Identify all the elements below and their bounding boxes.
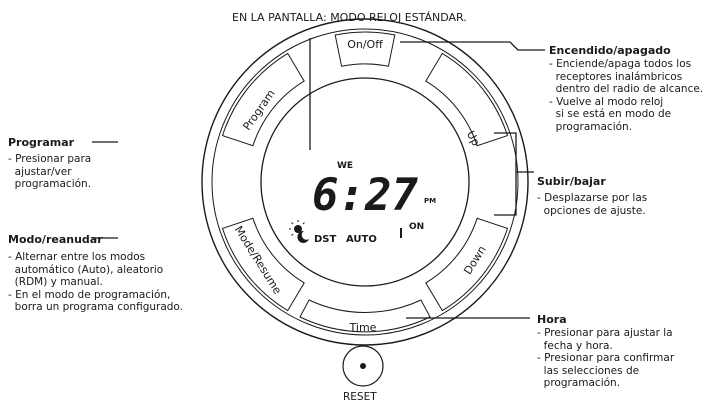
- callout-line: receptores inalámbricos: [549, 70, 683, 83]
- callout-mode-desc: - Alternar entre los modos automático (A…: [8, 251, 183, 314]
- lcd-time: 6:27: [312, 170, 418, 221]
- callout-line: si se está en modo de: [549, 108, 672, 121]
- program-button[interactable]: [221, 52, 305, 147]
- callout-up-down-desc: - Desplazarse por las opciones de ajuste…: [537, 192, 647, 217]
- lcd-display: [260, 77, 470, 287]
- on-off-button[interactable]: [334, 31, 396, 67]
- lcd-dst: DST: [314, 234, 337, 245]
- callout-line: (RDM) y manual.: [8, 276, 103, 289]
- callout-on-off-title: Encendido/apagado: [549, 44, 671, 57]
- callout-program-desc: - Presionar para ajustar/ver programació…: [8, 153, 91, 191]
- lcd-pm: PM: [424, 197, 436, 205]
- down-button[interactable]: [425, 217, 509, 312]
- mode-resume-button[interactable]: [221, 217, 305, 312]
- lcd-on: ON: [409, 222, 424, 232]
- caption: EN LA PANTALLA: MODO RELOJ ESTÁNDAR.: [232, 11, 467, 24]
- up-button[interactable]: [425, 52, 509, 147]
- callout-program-title: Programar: [8, 136, 75, 149]
- callout-line: - Vuelve al modo reloj: [549, 95, 664, 108]
- reset-label: RESET: [343, 391, 377, 403]
- on-off-label: On/Off: [347, 38, 383, 51]
- reset-hole: [360, 363, 366, 369]
- callout-line: - En el modo de programación,: [8, 288, 171, 301]
- callout-line: - Presionar para: [8, 153, 92, 165]
- callout-line: fecha y hora.: [537, 339, 613, 352]
- callout-line: dentro del radio de alcance.: [549, 83, 704, 96]
- callout-on-off-desc: - Enciende/apaga todos los receptores in…: [549, 58, 703, 134]
- up-label: Up: [464, 129, 483, 148]
- callout-line: programación.: [537, 377, 621, 390]
- callout-line: - Alternar entre los modos: [8, 251, 146, 263]
- callout-line: opciones de ajuste.: [537, 204, 646, 217]
- sun-moon-icon: [289, 220, 309, 243]
- callout-line: automático (Auto), aleatorio: [8, 263, 164, 276]
- callout-line: borra un programa configurado.: [8, 301, 184, 314]
- callout-up-down-title: Subir/bajar: [537, 175, 606, 188]
- callout-mode-title: Modo/reanudar: [8, 233, 103, 246]
- callout-line: programación.: [549, 120, 633, 133]
- lcd-day: WE: [337, 161, 353, 171]
- time-button[interactable]: [299, 299, 431, 333]
- callout-time-desc: - Presionar para ajustar la fecha y hora…: [537, 327, 674, 390]
- callout-line: - Presionar para ajustar la: [537, 327, 673, 339]
- callout-line: las selecciones de: [537, 364, 640, 377]
- lcd-auto: AUTO: [346, 234, 377, 245]
- time-label: Time: [349, 321, 377, 334]
- callout-line: - Enciende/apaga todos los: [549, 58, 692, 70]
- callout-line: ajustar/ver: [8, 165, 72, 178]
- lcd-bar: [400, 228, 402, 238]
- callout-line: - Presionar para confirmar: [537, 352, 675, 365]
- callout-line: programación.: [8, 178, 92, 191]
- callout-time-title: Hora: [537, 313, 567, 326]
- leader-lines: [92, 38, 545, 319]
- callout-line: - Desplazarse por las: [537, 192, 648, 204]
